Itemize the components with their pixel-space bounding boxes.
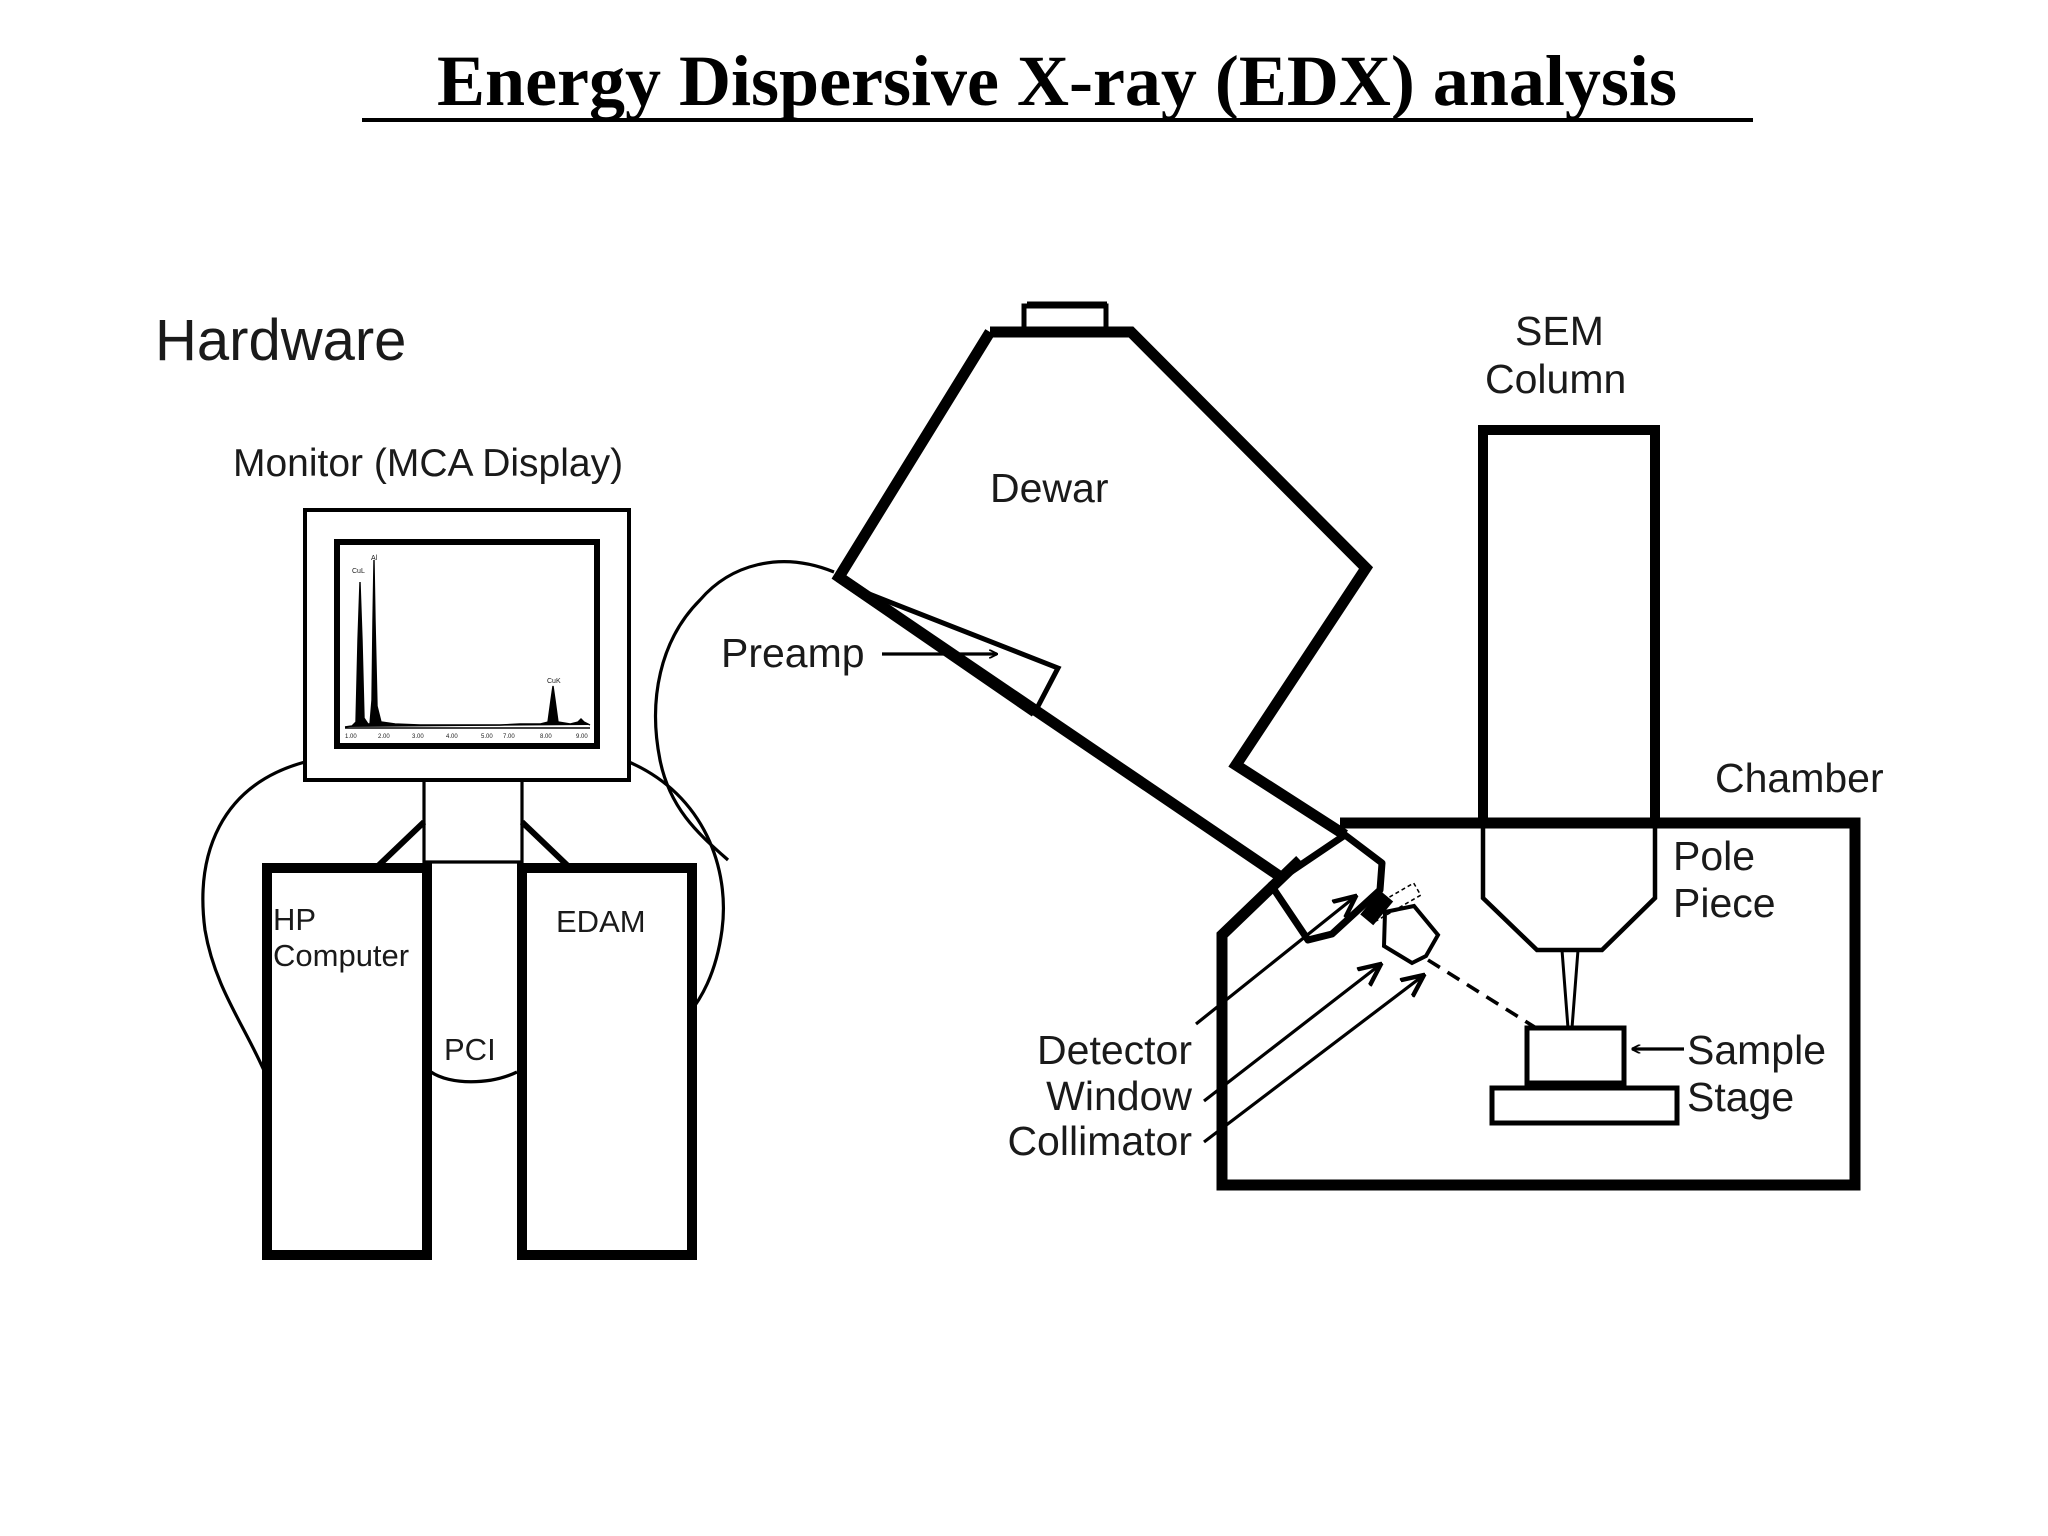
electron-beam xyxy=(1560,948,1580,1030)
monitor-cable-left xyxy=(201,760,306,1081)
pole-piece-label: Piece xyxy=(1673,880,1776,926)
stage xyxy=(1489,1085,1680,1126)
dewar-label: Dewar xyxy=(990,465,1108,511)
monitor xyxy=(303,508,631,782)
peak-label-al: Al xyxy=(371,555,378,562)
hp-computer-label: HP xyxy=(273,902,316,937)
hp-computer xyxy=(262,863,432,1260)
tick-label: 9.00 xyxy=(576,734,588,740)
pole-piece xyxy=(1480,826,1658,953)
monitor-cable-right xyxy=(628,760,725,1016)
window-label: Window xyxy=(1046,1073,1192,1119)
tick-label: 1.00 xyxy=(345,734,357,740)
edam-unit xyxy=(517,863,697,1260)
peak-label-cul: CuL xyxy=(352,568,365,575)
detector-crystal xyxy=(1360,890,1394,926)
tick-label: 8.00 xyxy=(540,734,552,740)
detector-arm xyxy=(835,572,1304,895)
detector-cable xyxy=(654,560,835,862)
spectrum-tick-labels: 1.00 2.00 3.00 4.00 5.00 7.00 8.00 9.00 xyxy=(345,734,588,740)
tick-label: 4.00 xyxy=(446,734,458,740)
chamber xyxy=(1216,817,1861,1191)
collimator-leader xyxy=(1203,975,1424,1144)
pci-cable xyxy=(430,1070,518,1084)
sem-column xyxy=(1478,425,1660,820)
preamp-label: Preamp xyxy=(721,630,865,676)
sample xyxy=(1524,1025,1627,1086)
mca-spectrum: CuL Al CuK 1.00 2.00 3.00 4.00 5.00 7.00… xyxy=(344,555,591,740)
peak-label-cuk: CuK xyxy=(547,678,561,685)
tick-label: 3.00 xyxy=(412,734,424,740)
preamp-box xyxy=(863,589,1062,714)
dewar-cap xyxy=(1021,301,1109,333)
tick-label: 2.00 xyxy=(378,734,390,740)
collimator-label: Collimator xyxy=(1007,1118,1192,1164)
window-leader xyxy=(1203,964,1381,1103)
sem-column-label: Column xyxy=(1485,356,1626,402)
detector-leader xyxy=(1195,896,1356,1026)
monitor-label: Monitor (MCA Display) xyxy=(233,442,623,485)
sample-label: Sample xyxy=(1687,1027,1826,1073)
page-title: Energy Dispersive X-ray (EDX) analysis xyxy=(437,41,1677,121)
chamber-label: Chamber xyxy=(1715,755,1884,801)
detector-label: Detector xyxy=(1037,1027,1192,1073)
stage-label: Stage xyxy=(1687,1074,1794,1120)
xray-path xyxy=(1427,958,1553,1040)
hardware-heading: Hardware xyxy=(155,308,406,373)
tick-label: 7.00 xyxy=(503,734,515,740)
pci-label: PCI xyxy=(444,1032,496,1067)
monitor-stand xyxy=(375,782,571,869)
pole-piece-label: Pole xyxy=(1673,833,1755,879)
tick-label: 5.00 xyxy=(481,734,493,740)
detector-tip xyxy=(1267,831,1441,966)
hp-computer-label: Computer xyxy=(273,938,409,973)
edam-label: EDAM xyxy=(556,904,646,939)
sem-column-label: SEM xyxy=(1515,308,1604,354)
